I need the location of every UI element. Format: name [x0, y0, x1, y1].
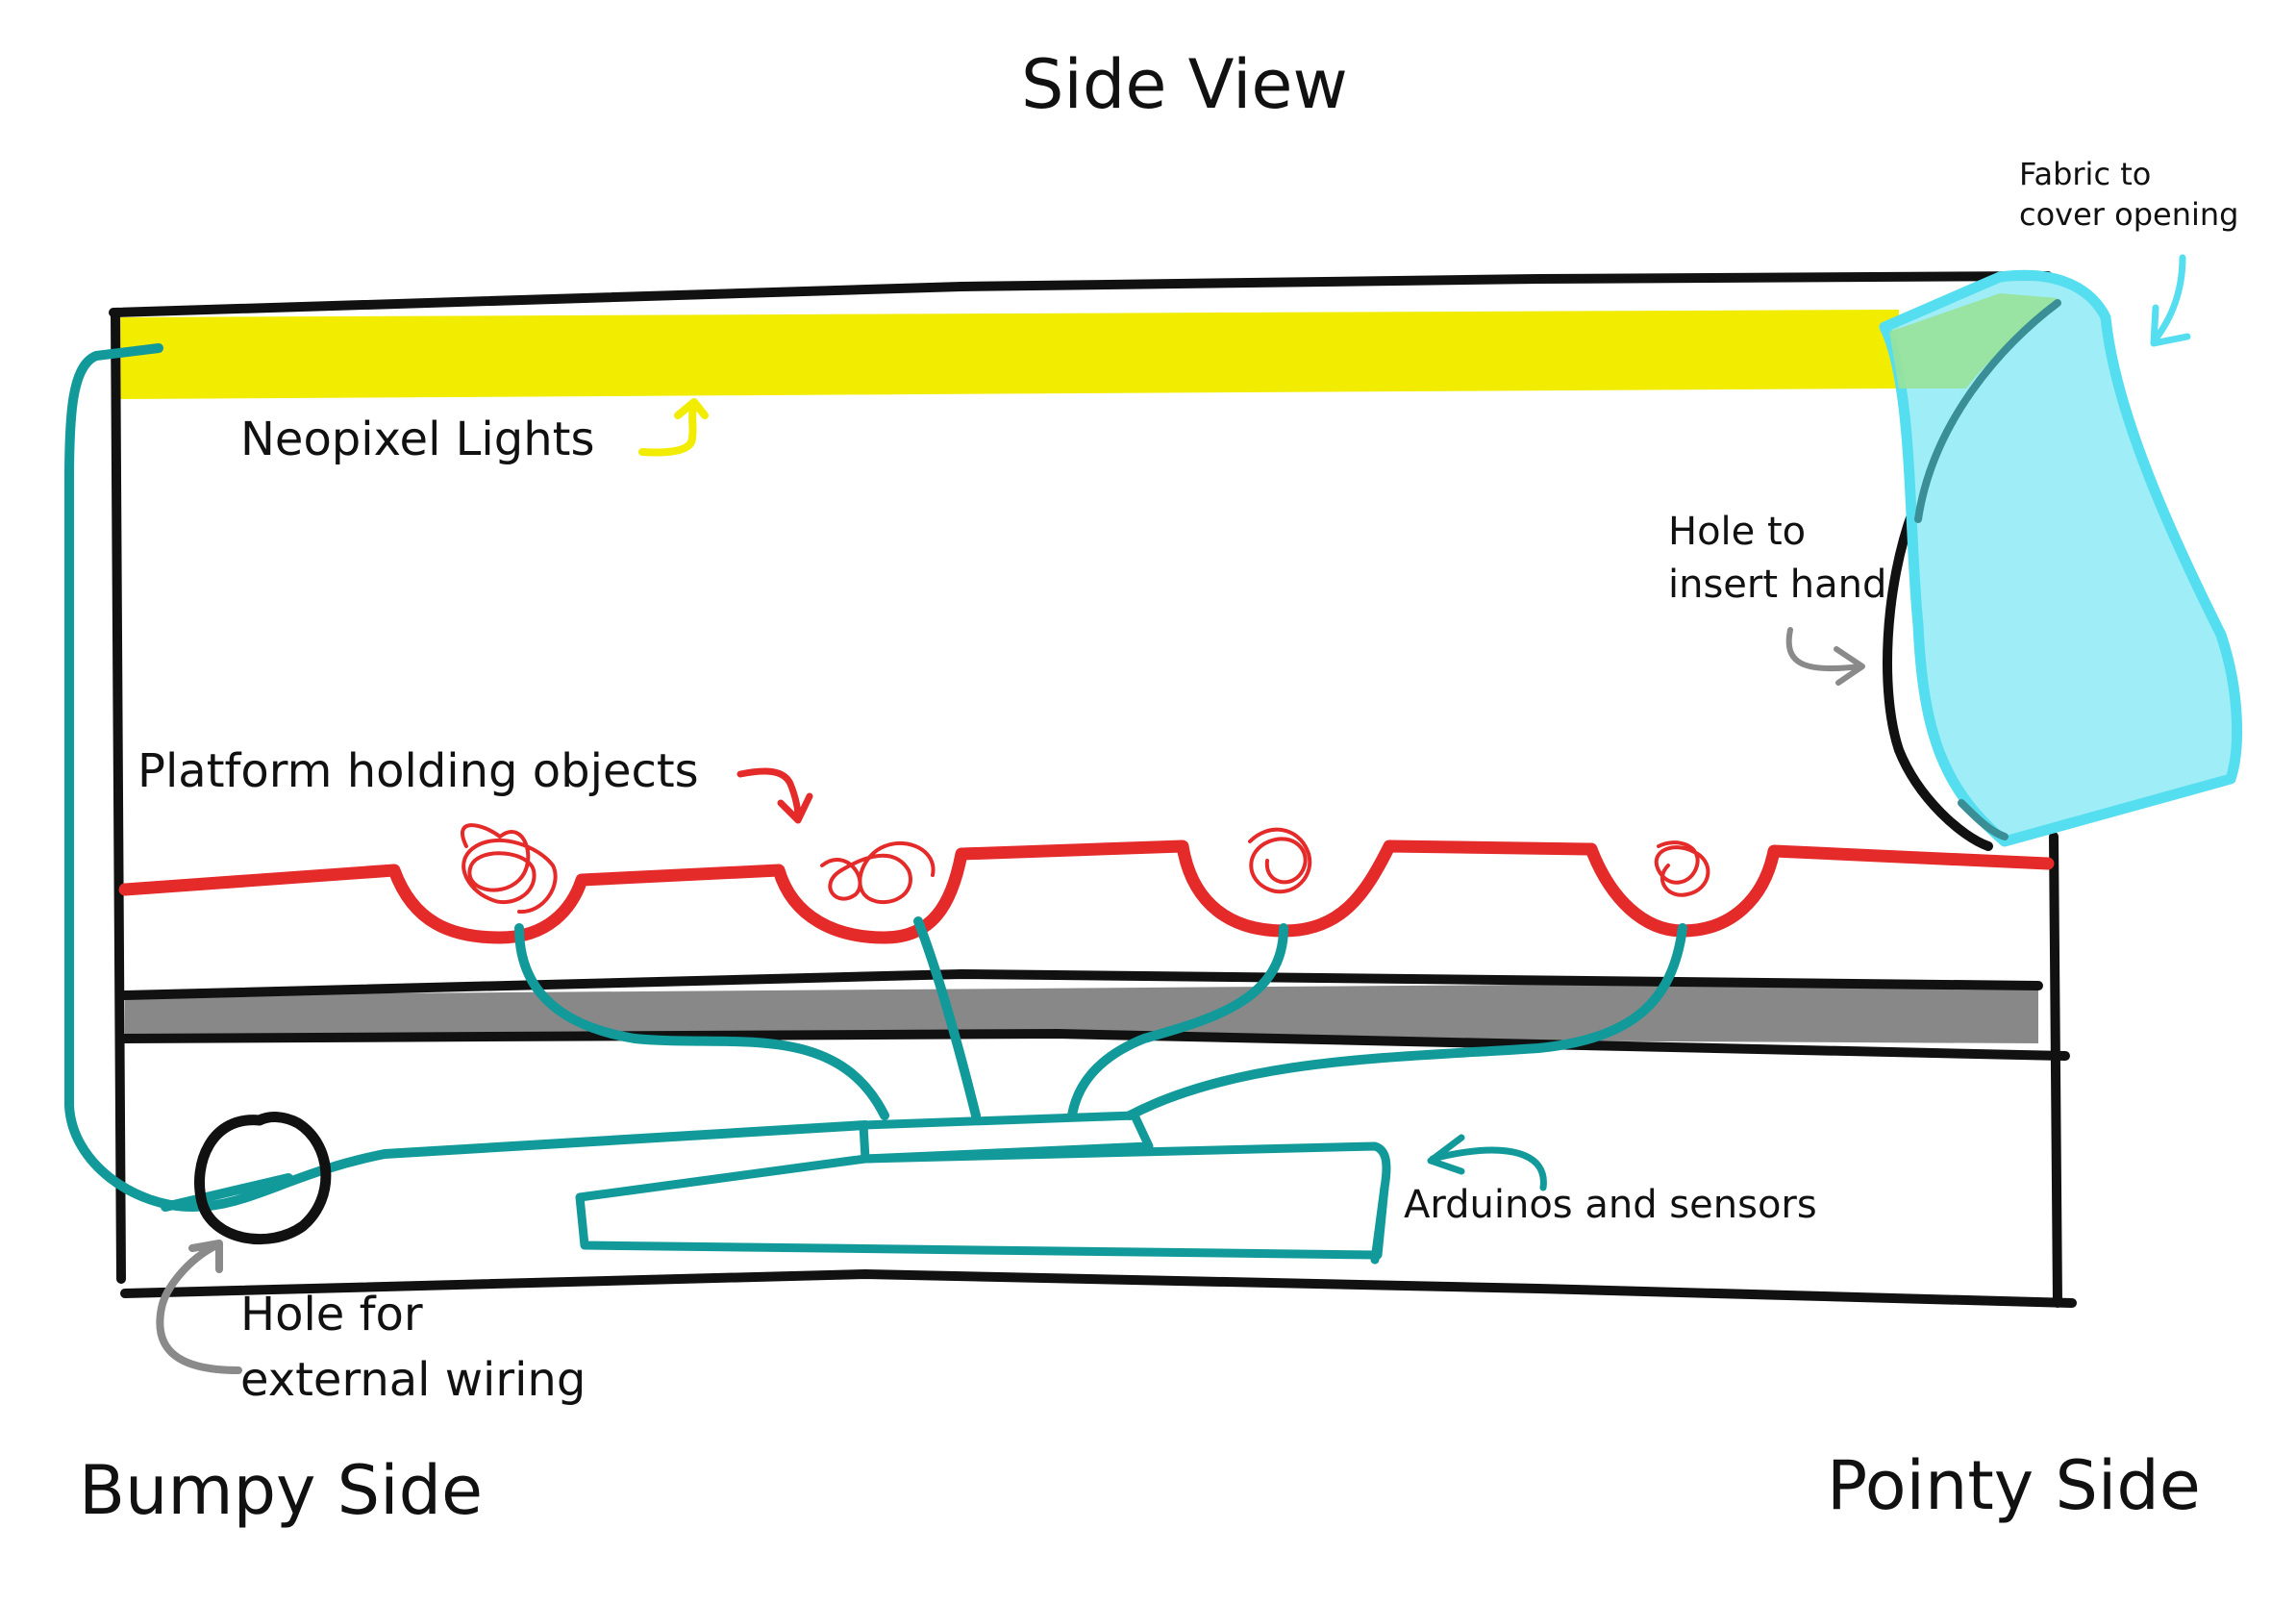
- object-scribble-1: [460, 823, 558, 915]
- hand-hole-label-line2: insert hand: [1668, 563, 1887, 607]
- wire-to-external-hole: [161, 1173, 293, 1212]
- wire-sensor-1: [514, 923, 889, 1120]
- object-scribble-2: [820, 840, 936, 905]
- hand-hole-label-line1: Hole to: [1668, 510, 1807, 554]
- hand-hole-edge: [1883, 505, 1993, 851]
- wiring: [64, 343, 1687, 1212]
- arduino-boards: [575, 1111, 1391, 1265]
- wire-sensor-4: [1125, 923, 1687, 1120]
- wire-sensor-2: [913, 916, 981, 1120]
- platform-objects: [460, 823, 1710, 915]
- hand-hole-pointer-arrow: [1785, 627, 1865, 686]
- fabric-cover: [1879, 269, 2243, 847]
- platform-label: Platform holding objects: [137, 744, 699, 798]
- shelf-rails: [120, 969, 2070, 1061]
- wire-sensor-3: [1067, 923, 1288, 1120]
- external-wiring-hole: [194, 1112, 332, 1245]
- box-left-edge: [111, 308, 126, 1284]
- box-outline: [109, 271, 2077, 1308]
- arduinos-pointer-arrow: [1427, 1134, 1547, 1191]
- arduino-board-tail: [1370, 1183, 1389, 1265]
- fabric-light-overlap: [1889, 293, 2058, 388]
- wiring-hole-pointer-arrow: [156, 1240, 242, 1374]
- wiring-hole-label-line2: external wiring: [240, 1353, 586, 1407]
- diagram-title: Side View: [1021, 45, 1348, 124]
- fabric-bottom-shadow: [1958, 799, 2009, 840]
- fabric-label-line1: Fabric to: [2019, 156, 2152, 192]
- arduino-board-top: [859, 1111, 1154, 1164]
- arduino-board-bottom: [575, 1141, 1391, 1260]
- object-scribble-4: [1654, 840, 1710, 897]
- fabric-label-line2: cover opening: [2019, 196, 2239, 233]
- neopixel-pointer-arrow: [638, 398, 709, 457]
- box-top-edge: [109, 271, 2053, 317]
- object-scribble-3: [1248, 827, 1312, 894]
- pointy-side-label: Pointy Side: [1827, 1446, 2201, 1525]
- fabric-pointer-arrow: [2150, 254, 2191, 347]
- wiring-hole-label-line1: Hole for: [240, 1288, 423, 1341]
- hand-hole-edge-under-fabric: [1914, 299, 2061, 523]
- bumpy-side-label: Bumpy Side: [79, 1451, 484, 1530]
- box-right-edge: [2049, 832, 2062, 1308]
- neopixel-light-strip: [115, 310, 1899, 399]
- box-bottom-edge: [120, 1269, 2077, 1308]
- neopixel-lights-label: Neopixel Lights: [240, 413, 595, 466]
- arduinos-label: Arduinos and sensors: [1404, 1183, 1817, 1227]
- platform-holding-objects: [118, 840, 2055, 944]
- platform-pointer-arrow: [736, 767, 813, 824]
- shelf-bottom-rail: [120, 1029, 2070, 1061]
- shelf-top-rail: [120, 969, 2043, 1000]
